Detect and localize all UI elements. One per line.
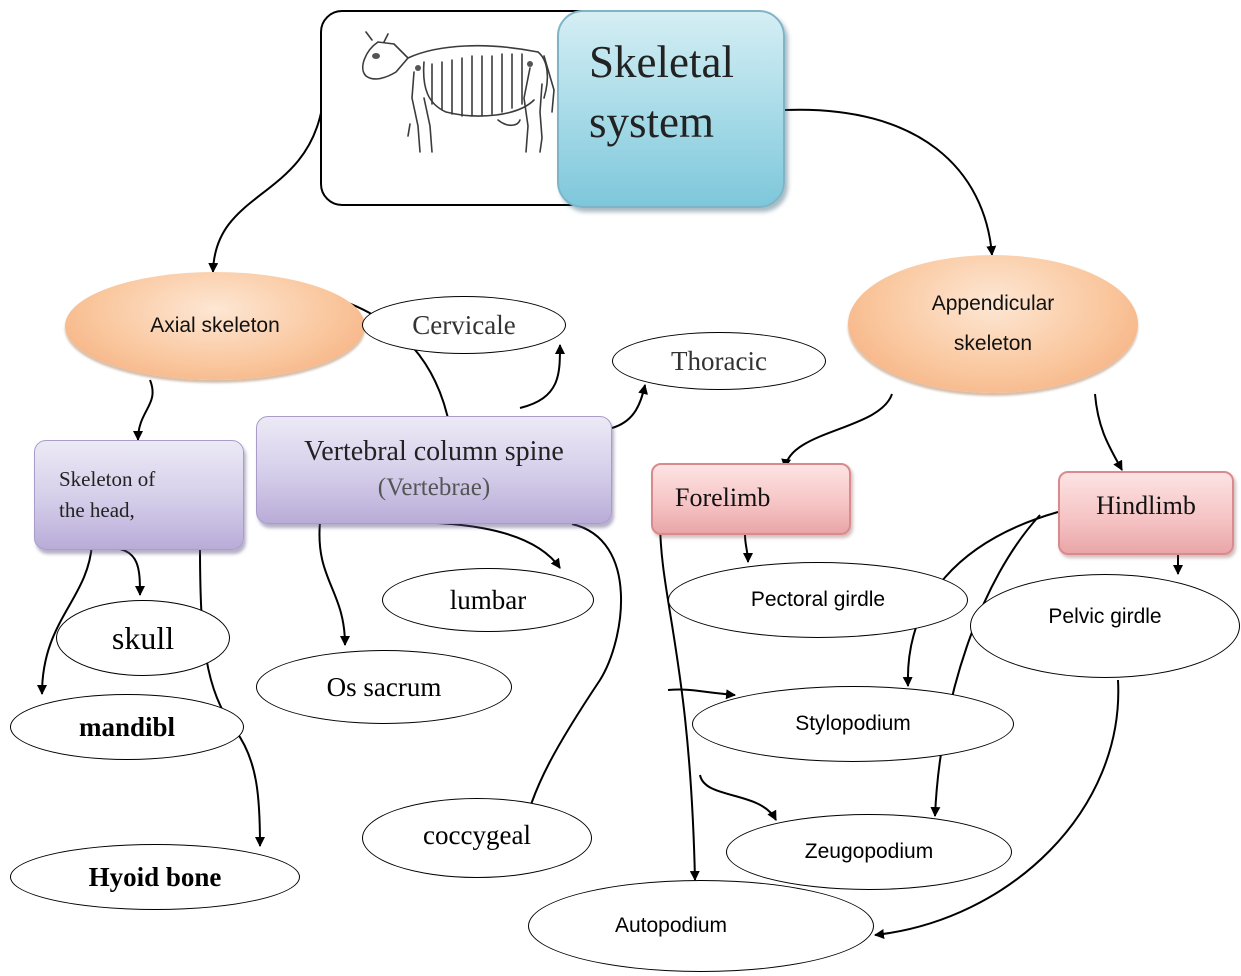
title-box: Skeletal system — [557, 10, 785, 208]
arrow-head-to-skull — [110, 548, 140, 595]
os-sacrum-node: Os sacrum — [256, 650, 512, 724]
appendicular-skeleton-node: Appendicular skeleton — [848, 255, 1138, 393]
zeugopodium-label: Zeugopodium — [805, 840, 933, 864]
autopodium-node: Autopodium — [528, 880, 874, 972]
head-label-line-2: the head, — [59, 495, 155, 526]
skull-node: skull — [56, 600, 230, 676]
arrow-vertebral-to-cervicale — [520, 345, 560, 408]
hindlimb-label: Hindlimb — [1096, 491, 1196, 521]
title-line-2: system — [589, 92, 734, 152]
hyoid-bone-node: Hyoid bone — [10, 844, 300, 910]
vertebral-label-line-1: Vertebral column spine — [304, 434, 564, 470]
arrow-appendicular-to-hindlimb — [1095, 394, 1122, 470]
coccygeal-label: coccygeal — [423, 820, 531, 851]
mandibl-label: mandibl — [79, 712, 175, 743]
arrow-title-to-appendicular — [785, 110, 992, 255]
arrow-appendicular-to-forelimb — [785, 394, 892, 468]
stylopodium-label: Stylopodium — [795, 712, 911, 736]
appendicular-label-line-1: Appendicular — [932, 284, 1055, 324]
vertebral-label-line-2: (Vertebrae) — [304, 470, 564, 506]
thoracic-node: Thoracic — [612, 332, 826, 390]
arrow-forelimb-to-pectoral — [745, 535, 748, 562]
head-label-line-1: Skeleton of — [59, 464, 155, 495]
appendicular-label-line-2: skeleton — [932, 324, 1055, 364]
forelimb-node: Forelimb — [651, 463, 851, 535]
arrow-title-to-axial — [213, 108, 322, 272]
vertebral-column-node: Vertebral column spine (Vertebrae) — [256, 416, 612, 524]
thoracic-label: Thoracic — [671, 346, 767, 377]
arrow-vertebral-to-os-sacrum — [319, 522, 345, 645]
hindlimb-node: Hindlimb — [1058, 471, 1234, 555]
arrow-axial-to-head — [138, 380, 153, 440]
axial-skeleton-label: Axial skeleton — [150, 314, 280, 338]
arrow-forelimb-to-stylopodium — [668, 689, 735, 695]
pectoral-girdle-node: Pectoral girdle — [668, 562, 968, 638]
arrow-forelimb-to-autopodium — [660, 520, 695, 880]
arrow-vertebral-to-thoracic — [612, 385, 645, 428]
forelimb-label: Forelimb — [675, 483, 770, 513]
os-sacrum-label: Os sacrum — [327, 672, 442, 703]
zeugopodium-node: Zeugopodium — [726, 814, 1012, 890]
pelvic-girdle-node: Pelvic girdle — [970, 574, 1240, 678]
pectoral-girdle-label: Pectoral girdle — [751, 588, 885, 612]
title-line-1: Skeletal — [589, 32, 734, 92]
arrow-forelimb-to-zeugopodium — [700, 775, 776, 820]
mandibl-node: mandibl — [10, 694, 244, 760]
lumbar-label: lumbar — [450, 585, 526, 616]
coccygeal-node: coccygeal — [362, 798, 592, 878]
arrow-vertebral-to-lumbar — [360, 522, 560, 568]
skull-label: skull — [112, 620, 174, 657]
pelvic-girdle-label: Pelvic girdle — [1048, 605, 1161, 629]
autopodium-label: Autopodium — [615, 914, 727, 938]
hyoid-bone-label: Hyoid bone — [89, 862, 222, 893]
cervicale-label: Cervicale — [412, 310, 515, 341]
lumbar-node: lumbar — [382, 568, 594, 632]
stylopodium-node: Stylopodium — [692, 686, 1014, 762]
arrow-head-to-hyoid — [200, 546, 260, 846]
cow-skeleton-illustration — [348, 28, 558, 158]
cervicale-node: Cervicale — [362, 296, 566, 354]
axial-skeleton-node: Axial skeleton — [65, 272, 365, 380]
skeleton-of-head-node: Skeleton of the head, — [34, 440, 244, 550]
